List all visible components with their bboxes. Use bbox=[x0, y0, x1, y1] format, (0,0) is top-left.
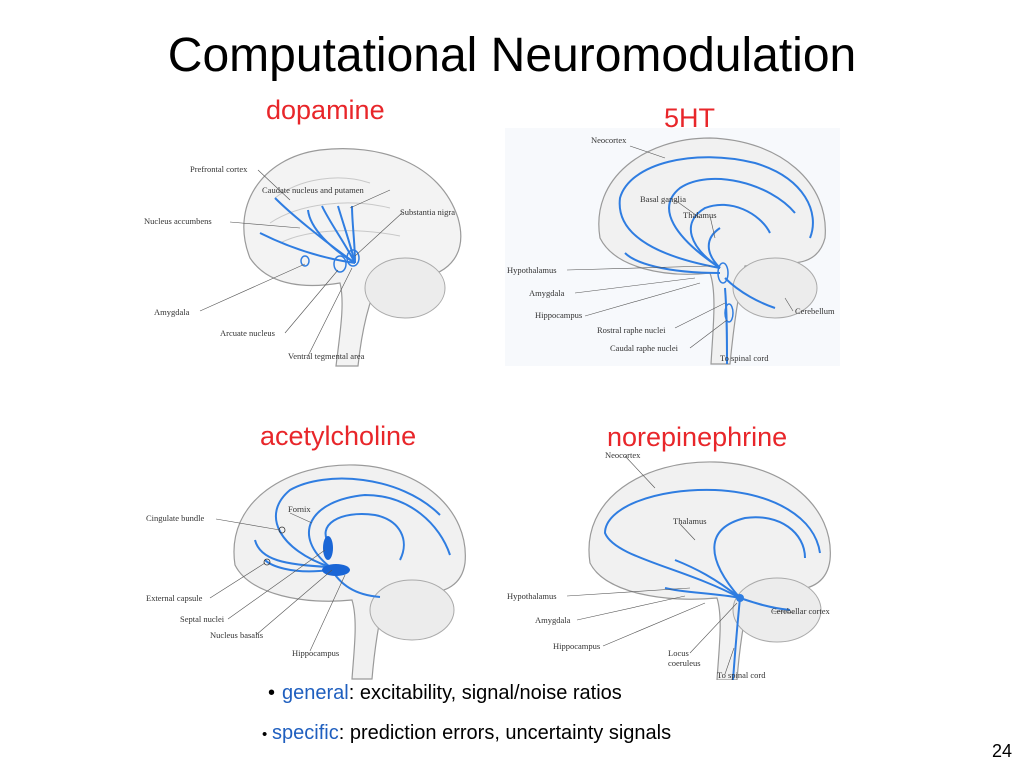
bullet-specific: •specific: prediction errors, uncertaint… bbox=[262, 722, 671, 745]
acetylcholine-label-4: Nucleus basalis bbox=[210, 630, 263, 640]
serotonin-label-7: Caudal raphe nuclei bbox=[610, 343, 679, 353]
bullet-text: : excitability, signal/noise ratios bbox=[348, 682, 622, 704]
dopamine-pathways bbox=[259, 197, 356, 264]
bullet-general: • general: excitability, signal/noise rat… bbox=[268, 682, 622, 705]
serotonin-label-1: Basal ganglia bbox=[640, 194, 686, 204]
acetylcholine-label-2: External capsule bbox=[146, 593, 203, 603]
acetylcholine-label-0: Cingulate bundle bbox=[146, 513, 205, 523]
dopamine-diagram: Prefrontal cortex Caudate nucleus and pu… bbox=[140, 128, 480, 368]
bullet-keyword: general bbox=[282, 682, 349, 704]
norepinephrine-brain-figure: Neocortex Thalamus Hypothalamus Amygdala… bbox=[507, 450, 831, 680]
norepinephrine-locus-shape bbox=[736, 594, 744, 602]
norepinephrine-label-1: Thalamus bbox=[673, 516, 707, 526]
norepinephrine-label-5: Locus bbox=[668, 648, 689, 658]
dopamine-label-5: Arcuate nucleus bbox=[220, 328, 275, 338]
dopamine-label-0: Prefrontal cortex bbox=[190, 164, 248, 174]
bullet-text: : prediction errors, uncertainty signals bbox=[338, 722, 672, 744]
dopamine-label-2: Substantia nigra bbox=[400, 207, 455, 217]
bullet-dot: • bbox=[268, 682, 276, 704]
acetylcholine-label-1: Fornix bbox=[288, 504, 311, 514]
acetylcholine-title: acetylcholine bbox=[260, 421, 417, 451]
norepinephrine-label-0: Neocortex bbox=[605, 450, 641, 460]
acetylcholine-cerebellum bbox=[369, 579, 455, 641]
serotonin-brain-figure: Neocortex Basal ganglia Thalamus Hypotha… bbox=[505, 128, 840, 366]
norepinephrine-label-6: coeruleus bbox=[668, 658, 701, 668]
bullet-dot: • bbox=[262, 726, 268, 743]
serotonin-label-0: Neocortex bbox=[591, 135, 627, 145]
dopamine-label-4: Amygdala bbox=[154, 307, 190, 317]
norepinephrine-label-7: Cerebellar cortex bbox=[771, 606, 831, 616]
norepinephrine-title: norepinephrine bbox=[607, 422, 788, 452]
serotonin-cerebellum bbox=[732, 257, 818, 319]
serotonin-label-4: Amygdala bbox=[529, 288, 565, 298]
serotonin-label-5: Hippocampus bbox=[535, 310, 582, 320]
serotonin-label-3: Hypothalamus bbox=[507, 265, 557, 275]
dopamine-label-6: Ventral tegmental area bbox=[288, 351, 365, 361]
norepinephrine-label-4: Hippocampus bbox=[553, 641, 600, 651]
dopamine-title: dopamine bbox=[266, 95, 385, 125]
norepinephrine-label-2: Hypothalamus bbox=[507, 591, 557, 601]
norepinephrine-label-3: Amygdala bbox=[535, 615, 571, 625]
slide-title: Computational Neuromodulation bbox=[167, 29, 857, 82]
dopamine-label-1: Caudate nucleus and putamen bbox=[262, 185, 364, 195]
acetylcholine-diagram: Cingulate bundle Fornix External capsule… bbox=[140, 455, 480, 680]
norepinephrine-diagram: Neocortex Thalamus Hypothalamus Amygdala… bbox=[505, 448, 845, 680]
serotonin-diagram: Neocortex Basal ganglia Thalamus Hypotha… bbox=[505, 128, 845, 368]
serotonin-label-2: Thalamus bbox=[683, 210, 717, 220]
dopamine-label-3: Nucleus accumbens bbox=[144, 216, 212, 226]
serotonin-pathways bbox=[618, 156, 814, 365]
dopamine-brain-figure: Prefrontal cortex Caudate nucleus and pu… bbox=[144, 148, 462, 367]
acetylcholine-pathways bbox=[254, 477, 451, 598]
page-number: 24 bbox=[991, 741, 1012, 761]
serotonin-label-8: To spinal cord bbox=[720, 353, 769, 363]
norepinephrine-cerebellum bbox=[732, 577, 822, 643]
norepinephrine-pathways bbox=[603, 488, 821, 680]
acetylcholine-label-5: Hippocampus bbox=[292, 648, 339, 658]
acetylcholine-brain-figure: Cingulate bundle Fornix External capsule… bbox=[146, 464, 466, 680]
norepinephrine-brain-outline bbox=[588, 461, 831, 680]
bullet-keyword: specific bbox=[272, 722, 339, 744]
serotonin-label-6: Rostral raphe nuclei bbox=[597, 325, 666, 335]
dopamine-cerebellum bbox=[364, 257, 446, 319]
norepinephrine-label-8: To spinal cord bbox=[717, 670, 766, 680]
acetylcholine-label-3: Septal nuclei bbox=[180, 614, 225, 624]
acetylcholine-septal-nucleus-shape bbox=[323, 536, 333, 560]
acetylcholine-basalis-shape bbox=[322, 564, 350, 576]
serotonin-label-9: Cerebellum bbox=[795, 306, 835, 316]
